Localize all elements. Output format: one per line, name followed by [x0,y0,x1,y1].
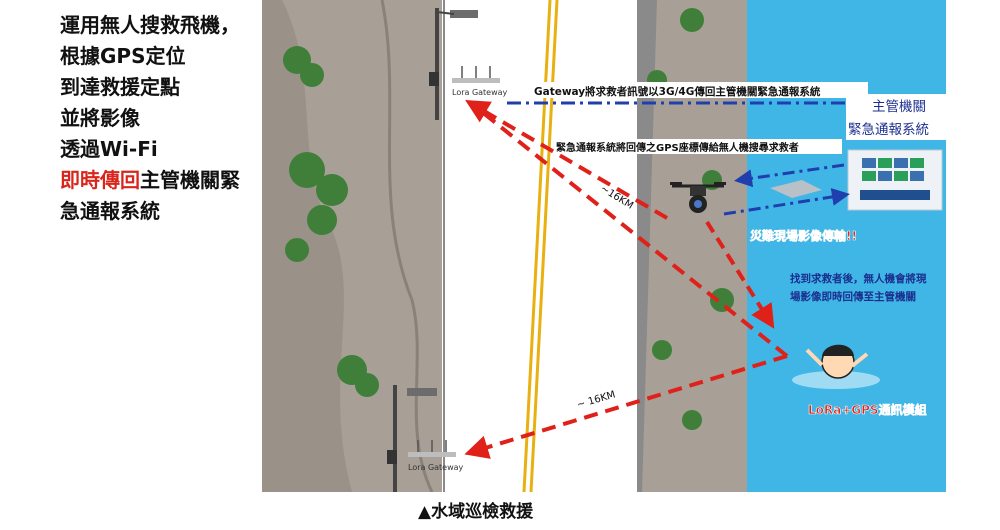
description-line-rest: 主管機關緊 [140,168,240,192]
description-line: 運用無人搜救飛機， [60,13,240,37]
found-msg-line2: 場影像即時回傳至主管機關 [790,290,916,303]
gateway-bottom-label: Lora Gateway [408,463,464,472]
control-room-icon [847,149,943,211]
agency-label-bg [846,94,946,140]
drone-icon [670,182,726,213]
description-text-block: 運用無人搜救飛機， 根據GPS定位 到達救援定點 並將影像 透過Wi-Fi 即時… [60,10,260,227]
cliff-crack [380,0,434,492]
agency-subtitle: 緊急通報系統 [848,122,929,138]
description-line: 急通報系統 [60,199,160,223]
red-arrow-person-to-gateway-top [470,102,789,358]
found-msg-line1: 找到求救者後，無人機會將現 [790,272,927,285]
gateway-msg-bg [528,82,868,98]
drowning-person-icon [792,344,880,389]
gps-msg: 緊急通報系統將回傳之GPS座標傳給無人機搜尋求救者 [556,141,799,154]
lora-gps-module-label: LoRa+GPS通訊模組 [808,402,927,417]
red-arrow-person-to-gateway-bottom [464,354,788,459]
gps-msg-bg [552,139,842,154]
street-lamp-top [429,8,478,120]
rescue-scene-diagram: Lora Gateway Lora Gateway Gateway將求救者訊號以… [262,0,946,492]
red-arrow-drone-to-gateway [465,99,669,220]
street-lamp-bottom [387,385,437,492]
description-line: 透過Wi-Fi [60,137,158,161]
description-line-highlight: 即時傳回主管機關緊 [60,165,260,196]
gateway-msg: Gateway將求救者訊號以3G/4G傳回主管機關緊急通報系統 [534,85,821,98]
description-line: 根據GPS定位 [60,44,186,68]
agency-to-drone-arrow [734,163,845,188]
realtime-highlight: 即時傳回 [60,168,140,192]
figure-caption: ▲水域巡檢救援 [418,502,534,522]
lora-gateway-bottom [408,440,456,457]
red-arrow-drone-down [705,220,775,329]
disaster-image-label: 災難現場影像傳輸!! [750,228,857,243]
river [747,0,946,492]
lora-gateway-top [452,66,500,83]
description-line: 並將影像 [60,106,140,130]
signal-arrow-gray [770,180,822,198]
drone-to-agency-arrow [723,187,850,216]
gateway-top-label: Lora Gateway [452,88,508,97]
left-road [442,0,637,492]
description-line: 到達救援定點 [60,75,180,99]
agency-title: 主管機關 [872,99,926,115]
